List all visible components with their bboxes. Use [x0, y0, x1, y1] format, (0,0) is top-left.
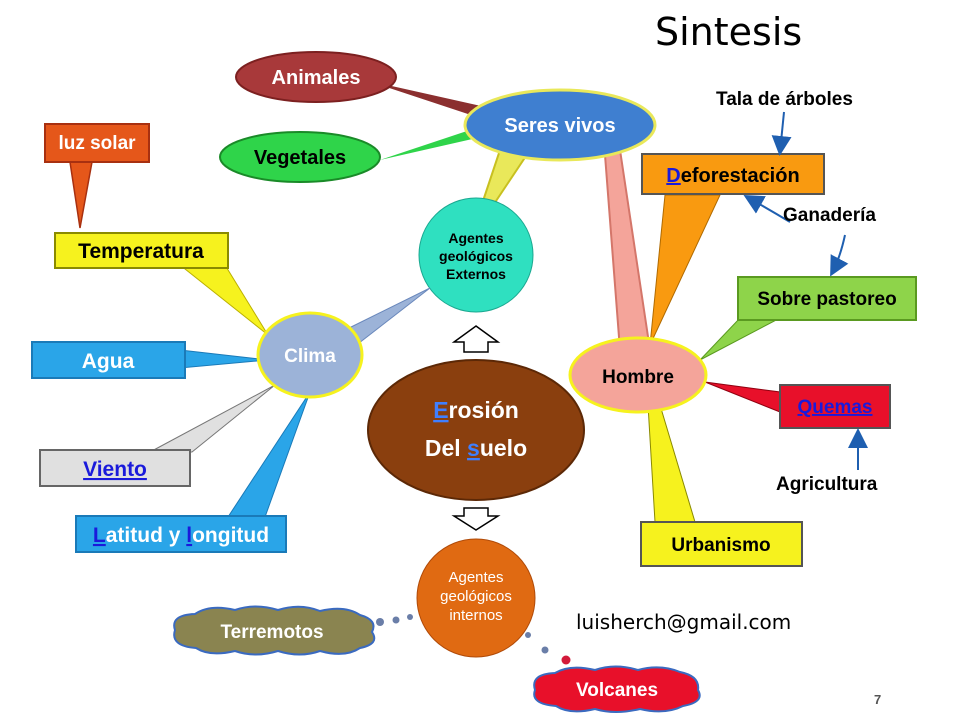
longitud-initial[interactable]: l — [186, 524, 192, 547]
down-arrow-icon — [451, 507, 501, 531]
erosion-line1: Erosión — [433, 397, 519, 423]
externos-line2: geológicos — [439, 248, 513, 264]
vegetales-node: Vegetales — [219, 131, 381, 183]
viento-link[interactable]: Viento — [83, 458, 147, 481]
internos-line2: geológicos — [440, 588, 512, 605]
seres-vivos-node: Seres vivos — [463, 88, 657, 162]
tala-label: Tala de árboles — [716, 89, 853, 110]
internos-line1: Agentes — [448, 569, 503, 586]
volcanes-label: Volcanes — [576, 680, 658, 701]
urbanismo-label: Urbanismo — [671, 535, 770, 556]
externos-line3: Externos — [446, 266, 506, 282]
page-number: 7 — [874, 692, 882, 707]
deforestacion-initial[interactable]: D — [666, 165, 680, 187]
terremotos-cloud: Terremotos — [173, 605, 376, 656]
author-email: luisherch@gmail.com — [576, 610, 792, 634]
deforestacion-label: Deforestación — [666, 165, 799, 187]
erosion-initial[interactable]: E — [433, 397, 448, 423]
suelo-rest: uelo — [480, 435, 527, 461]
thought-dots — [376, 614, 571, 665]
sobre-pastoreo-label: Sobre pastoreo — [757, 289, 896, 310]
clima-connectors — [149, 264, 431, 518]
externos-line1: Agentes — [448, 230, 503, 246]
viento-node: Viento — [39, 449, 191, 487]
volcanes-cloud: Volcanes — [533, 665, 701, 713]
erosion-rest: rosión — [449, 397, 519, 423]
urbanismo-node: Urbanismo — [640, 521, 803, 567]
longitud-rest: ongitud — [192, 524, 269, 547]
internos-line3: internos — [449, 607, 502, 624]
vegetales-label: Vegetales — [254, 147, 346, 169]
agentes-externos-node: Agentes geológicos Externos — [418, 197, 534, 313]
ganaderia-label: Ganadería — [783, 205, 876, 226]
latitud-initial[interactable]: L — [93, 524, 106, 547]
agua-label: Agua — [82, 350, 135, 373]
page-title: Sintesis — [655, 10, 803, 54]
clima-label: Clima — [284, 346, 336, 367]
deforestacion-rest: eforestación — [681, 165, 800, 187]
suelo-prefix: Del — [425, 435, 467, 461]
luz-solar-node: luz solar — [44, 123, 150, 229]
hombre-label: Hombre — [602, 367, 674, 388]
latitud-middle: atitud y — [106, 524, 187, 547]
temperatura-node: Temperatura — [54, 232, 229, 269]
temperatura-label: Temperatura — [78, 240, 204, 263]
label-arrows — [743, 111, 868, 470]
hombre-node: Hombre — [568, 336, 708, 414]
erosion-line2: Del suelo — [425, 435, 527, 461]
quemas-node: Quemas — [779, 384, 891, 429]
luz-solar-label: luz solar — [58, 133, 136, 154]
agua-node: Agua — [31, 341, 186, 379]
latitud-longitud-label: Latitud y longitud — [93, 524, 269, 547]
up-arrow-icon — [451, 325, 501, 353]
erosion-center-node: Erosión Del suelo — [367, 359, 585, 501]
latitud-longitud-node: Latitud y longitud — [75, 515, 287, 553]
hombre-connectors — [647, 194, 781, 523]
seres-vivos-label: Seres vivos — [504, 115, 615, 137]
sobre-pastoreo-node: Sobre pastoreo — [737, 276, 917, 321]
clima-node: Clima — [256, 311, 364, 399]
agentes-internos-node: Agentes geológicos internos — [416, 538, 536, 658]
animales-label: Animales — [272, 67, 361, 89]
suelo-initial[interactable]: s — [467, 435, 480, 461]
terremotos-label: Terremotos — [220, 622, 323, 643]
quemas-link[interactable]: Quemas — [798, 397, 873, 418]
deforestacion-node: Deforestación — [641, 153, 825, 195]
animales-node: Animales — [235, 51, 397, 103]
agricultura-label: Agricultura — [776, 474, 878, 495]
